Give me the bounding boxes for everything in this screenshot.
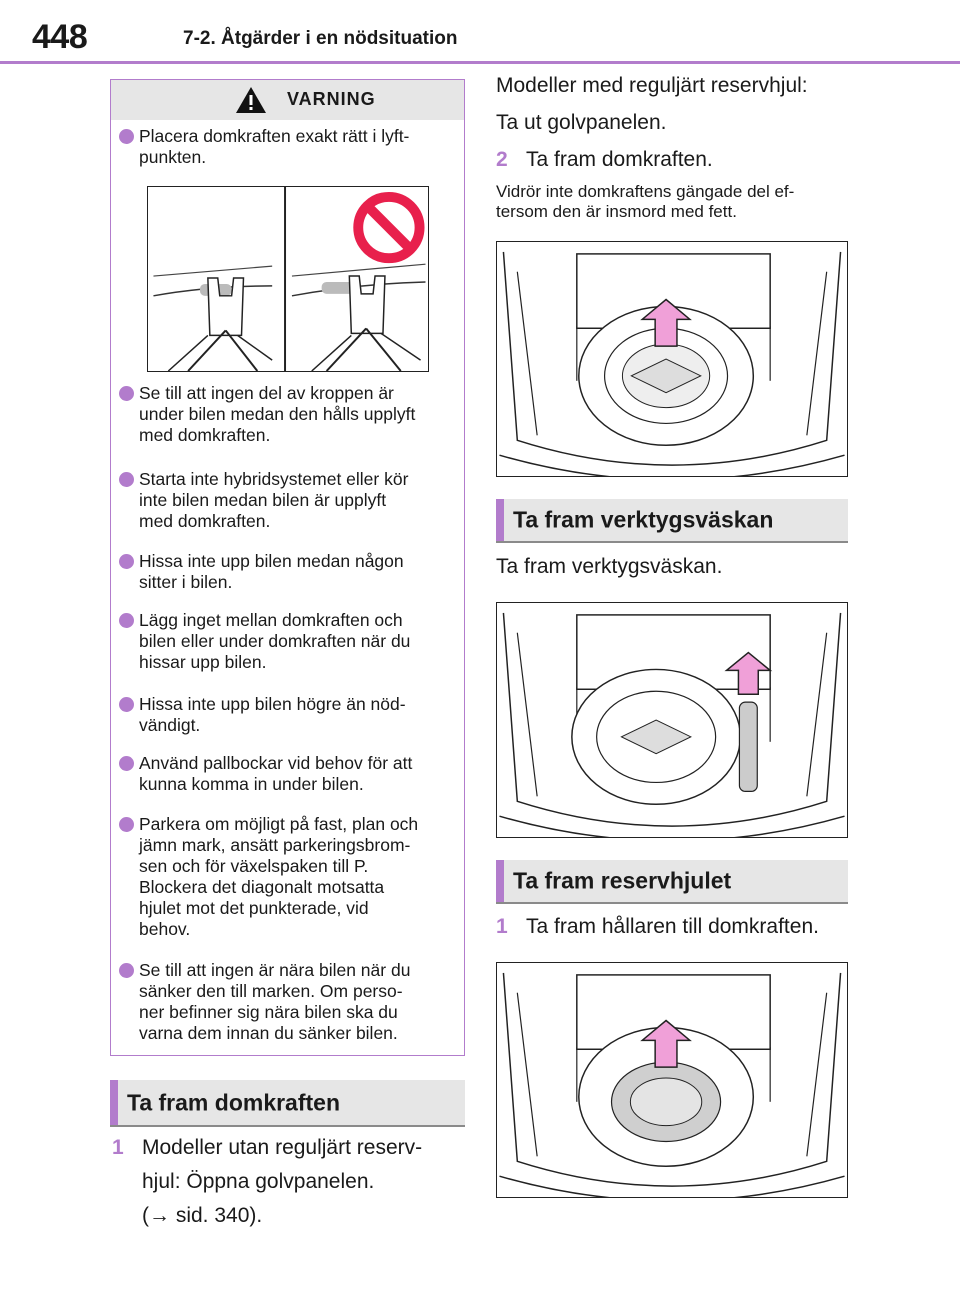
bullet-icon bbox=[119, 129, 134, 144]
chapter-title: 7-2. Åtgärder i en nödsituation bbox=[183, 28, 458, 49]
trunk-jack-figure bbox=[496, 241, 848, 477]
warning-item: Se till att ingen är nära bilen när du s… bbox=[119, 960, 459, 1044]
arrow-up-icon bbox=[640, 1019, 692, 1068]
jack-placement-figure bbox=[147, 186, 429, 372]
step-number: 2 bbox=[496, 148, 508, 171]
warning-item: Hissa inte upp bilen högre än nöd- vändi… bbox=[119, 694, 459, 736]
section-title-jack: Ta fram domkraften bbox=[110, 1080, 465, 1127]
warning-item: Se till att ingen del av kroppen är unde… bbox=[119, 383, 459, 446]
toolbag-text: Ta fram verktygsväskan. bbox=[496, 555, 723, 578]
arrow-up-icon bbox=[724, 651, 773, 695]
trunk-toolbag-figure bbox=[496, 602, 848, 838]
bullet-icon bbox=[119, 697, 134, 712]
bullet-icon bbox=[119, 554, 134, 569]
warning-header: VARNING bbox=[111, 80, 464, 120]
bullet-icon bbox=[119, 963, 134, 978]
step-number: 1 bbox=[112, 1136, 124, 1159]
bullet-icon bbox=[119, 472, 134, 487]
warning-triangle-icon bbox=[236, 87, 266, 113]
bullet-icon bbox=[119, 817, 134, 832]
bullet-icon bbox=[119, 386, 134, 401]
warning-item: Starta inte hybridsystemet eller kör int… bbox=[119, 469, 459, 532]
warning-item: Parkera om möjligt på fast, plan och jäm… bbox=[119, 814, 459, 940]
intro-text: Modeller med reguljärt reservhjul: Ta ut… bbox=[496, 69, 856, 177]
step-number: 1 bbox=[496, 915, 508, 938]
grease-note: Vidrör inte domkraftens gängade del ef- … bbox=[496, 182, 795, 221]
warning-title: VARNING bbox=[287, 89, 376, 109]
page-number: 448 bbox=[32, 18, 88, 56]
section-title-toolbag: Ta fram verktygsväskan bbox=[496, 499, 848, 543]
bullet-icon bbox=[119, 613, 134, 628]
bullet-icon bbox=[119, 756, 134, 771]
prohibition-icon bbox=[353, 191, 425, 264]
warning-item: Lägg inget mellan domkraften och bilen e… bbox=[119, 610, 459, 673]
page-header: 448 7-2. Åtgärder i en nödsituation bbox=[0, 0, 960, 64]
arrow-up-icon bbox=[640, 298, 692, 347]
header-divider bbox=[0, 61, 960, 64]
warning-item: Använd pallbockar vid behov för att kunn… bbox=[119, 753, 459, 795]
trunk-spare-figure bbox=[496, 962, 848, 1198]
warning-box: VARNING Placera domkraften exakt rätt i … bbox=[110, 79, 465, 1056]
warning-item: Placera domkraften exakt rätt i lyft- pu… bbox=[119, 126, 459, 168]
warning-item: Hissa inte upp bilen medan någon sitter … bbox=[119, 551, 459, 593]
section-title-spare: Ta fram reservhjulet bbox=[496, 860, 848, 904]
